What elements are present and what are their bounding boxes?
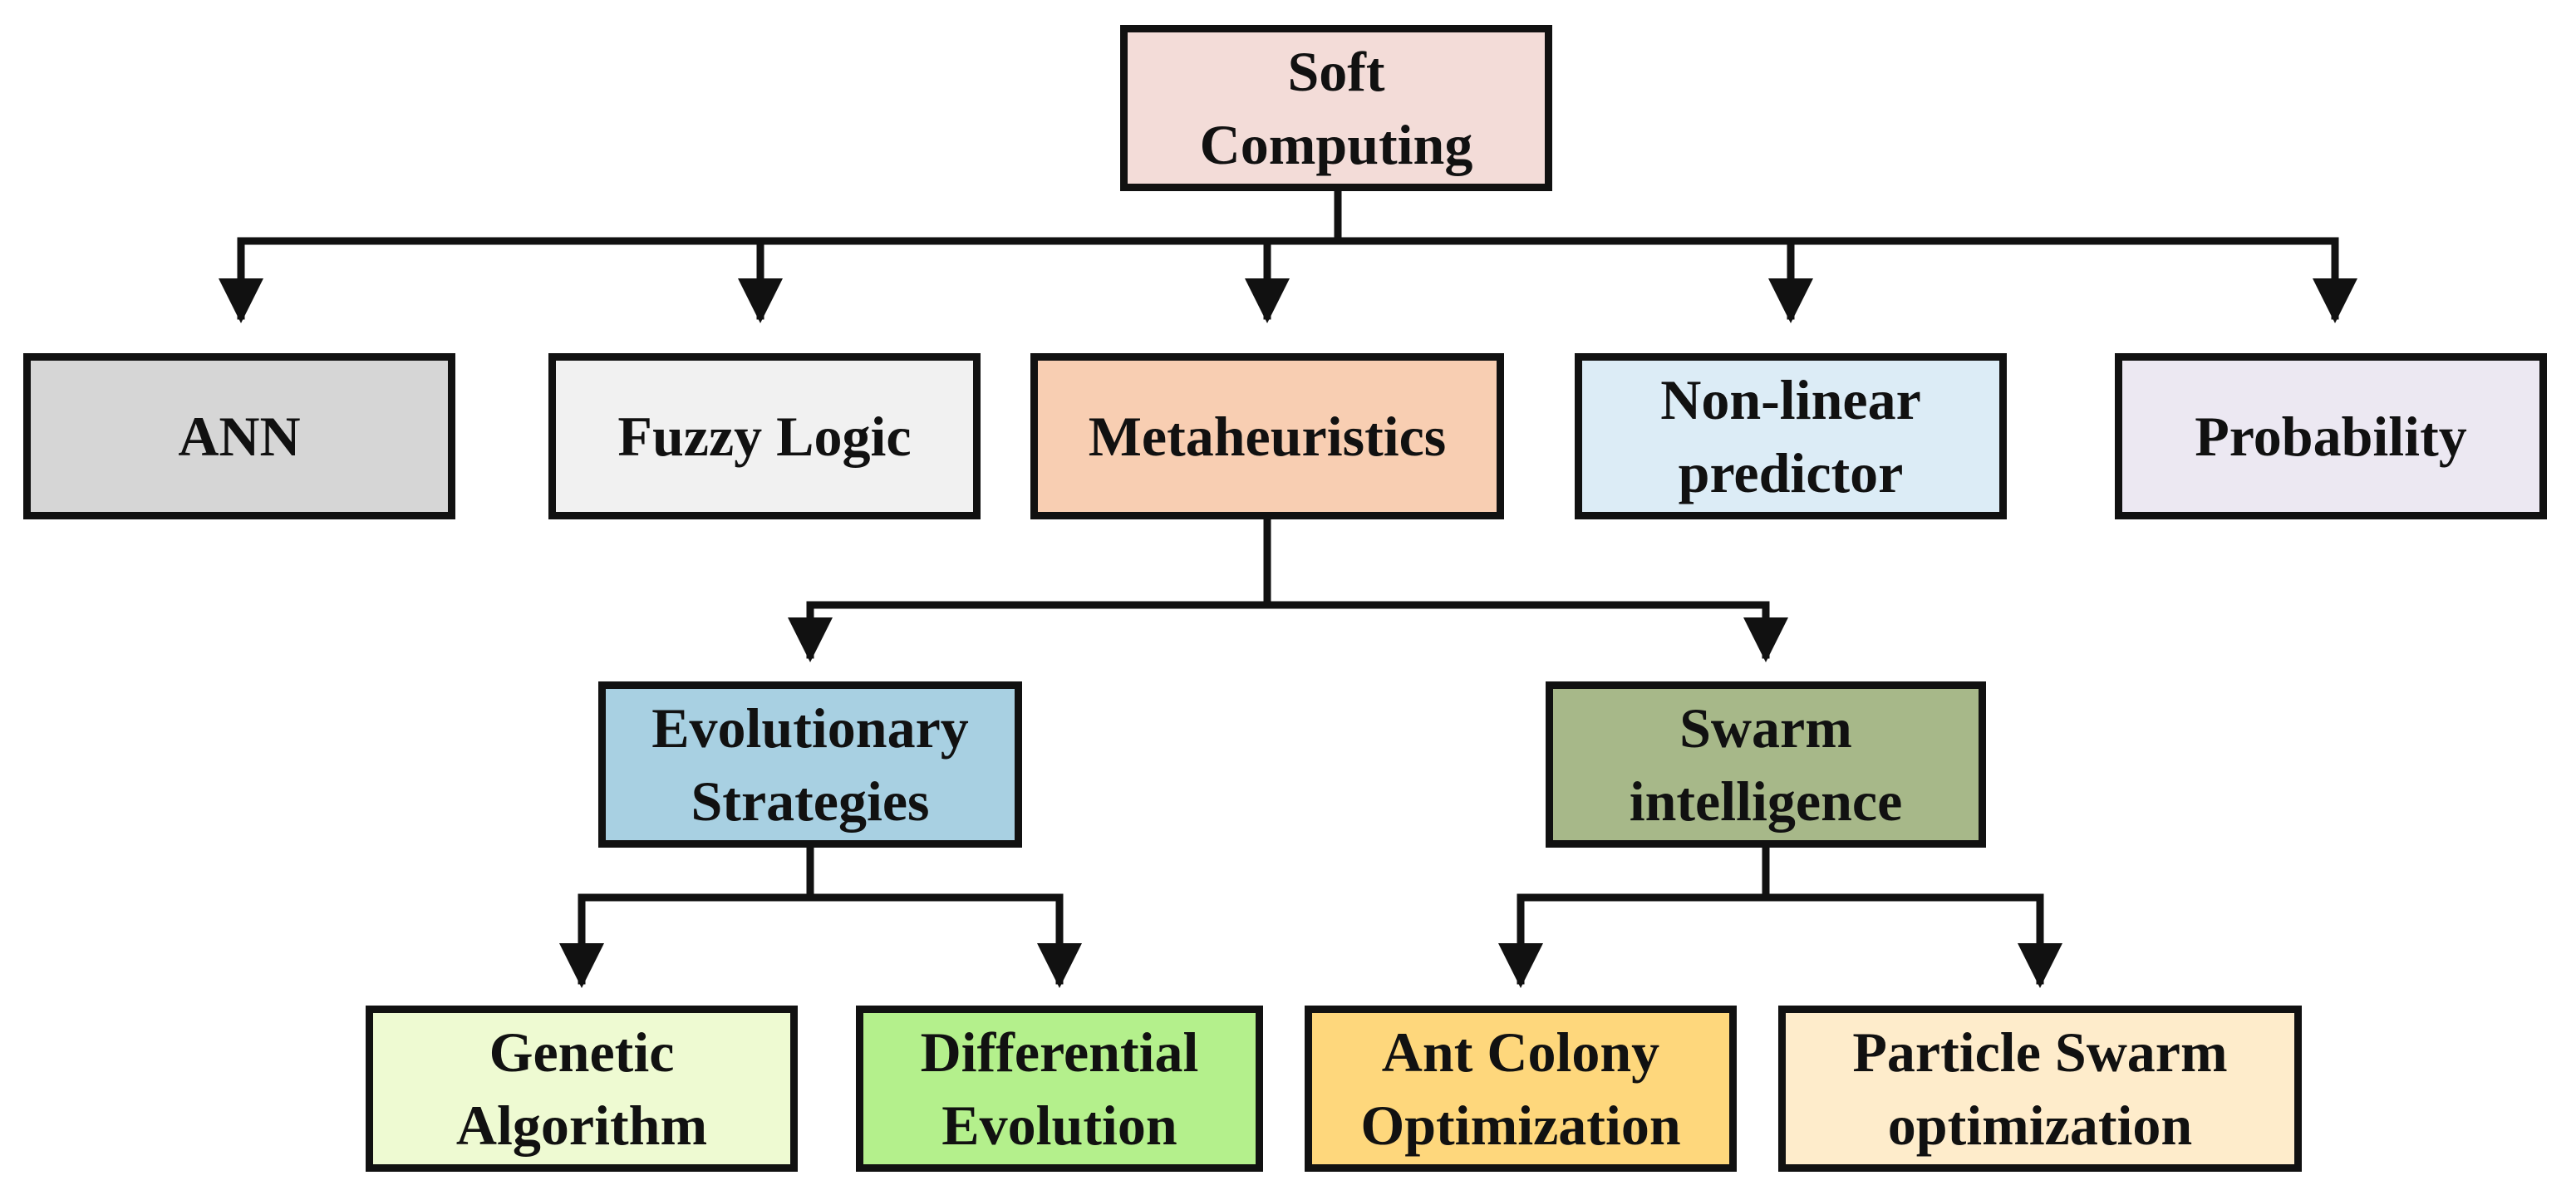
node-particle-swarm-optimization: Particle Swarm optimization — [1778, 1006, 2302, 1172]
node-evolutionary-strategies: Evolutionary Strategies — [598, 681, 1022, 848]
node-genetic-line2: Algorithm — [455, 1094, 708, 1157]
node-fuzzy-logic-label: Fuzzy Logic — [617, 405, 912, 468]
node-swarm-line2: intelligence — [1629, 770, 1903, 833]
node-ant-colony-optimization: Ant Colony Optimization — [1305, 1006, 1737, 1172]
node-pso-line2: optimization — [1887, 1094, 2193, 1157]
node-soft-computing: Soft Computing — [1120, 25, 1552, 191]
node-pso-line1: Particle Swarm — [1852, 1020, 2228, 1084]
node-ant-line2: Optimization — [1360, 1094, 1681, 1157]
node-evolutionary-line2: Strategies — [691, 770, 930, 833]
node-swarm-line1: Swarm — [1679, 696, 1852, 760]
node-probability-label: Probability — [2195, 405, 2467, 468]
node-differential-line2: Evolution — [941, 1094, 1177, 1157]
node-soft-computing-line2: Computing — [1199, 113, 1473, 176]
node-ann: ANN — [23, 353, 455, 519]
node-evolutionary-line1: Evolutionary — [651, 696, 969, 760]
node-non-linear-line1: Non-linear — [1660, 368, 1921, 431]
node-fuzzy-logic: Fuzzy Logic — [548, 353, 981, 519]
node-genetic-line1: Genetic — [489, 1020, 675, 1084]
node-metaheuristics: Metaheuristics — [1030, 353, 1504, 519]
node-probability: Probability — [2115, 353, 2547, 519]
node-metaheuristics-label: Metaheuristics — [1088, 405, 1447, 468]
node-differential-evolution: Differential Evolution — [856, 1006, 1263, 1172]
node-genetic-algorithm: Genetic Algorithm — [366, 1006, 798, 1172]
node-differential-line1: Differential — [920, 1020, 1199, 1084]
node-ann-label: ANN — [178, 405, 301, 468]
node-swarm-intelligence: Swarm intelligence — [1546, 681, 1986, 848]
node-non-linear-predictor: Non-linear predictor — [1575, 353, 2007, 519]
node-soft-computing-line1: Soft — [1287, 40, 1385, 103]
node-ant-line1: Ant Colony — [1381, 1020, 1660, 1084]
node-non-linear-line2: predictor — [1678, 441, 1904, 504]
